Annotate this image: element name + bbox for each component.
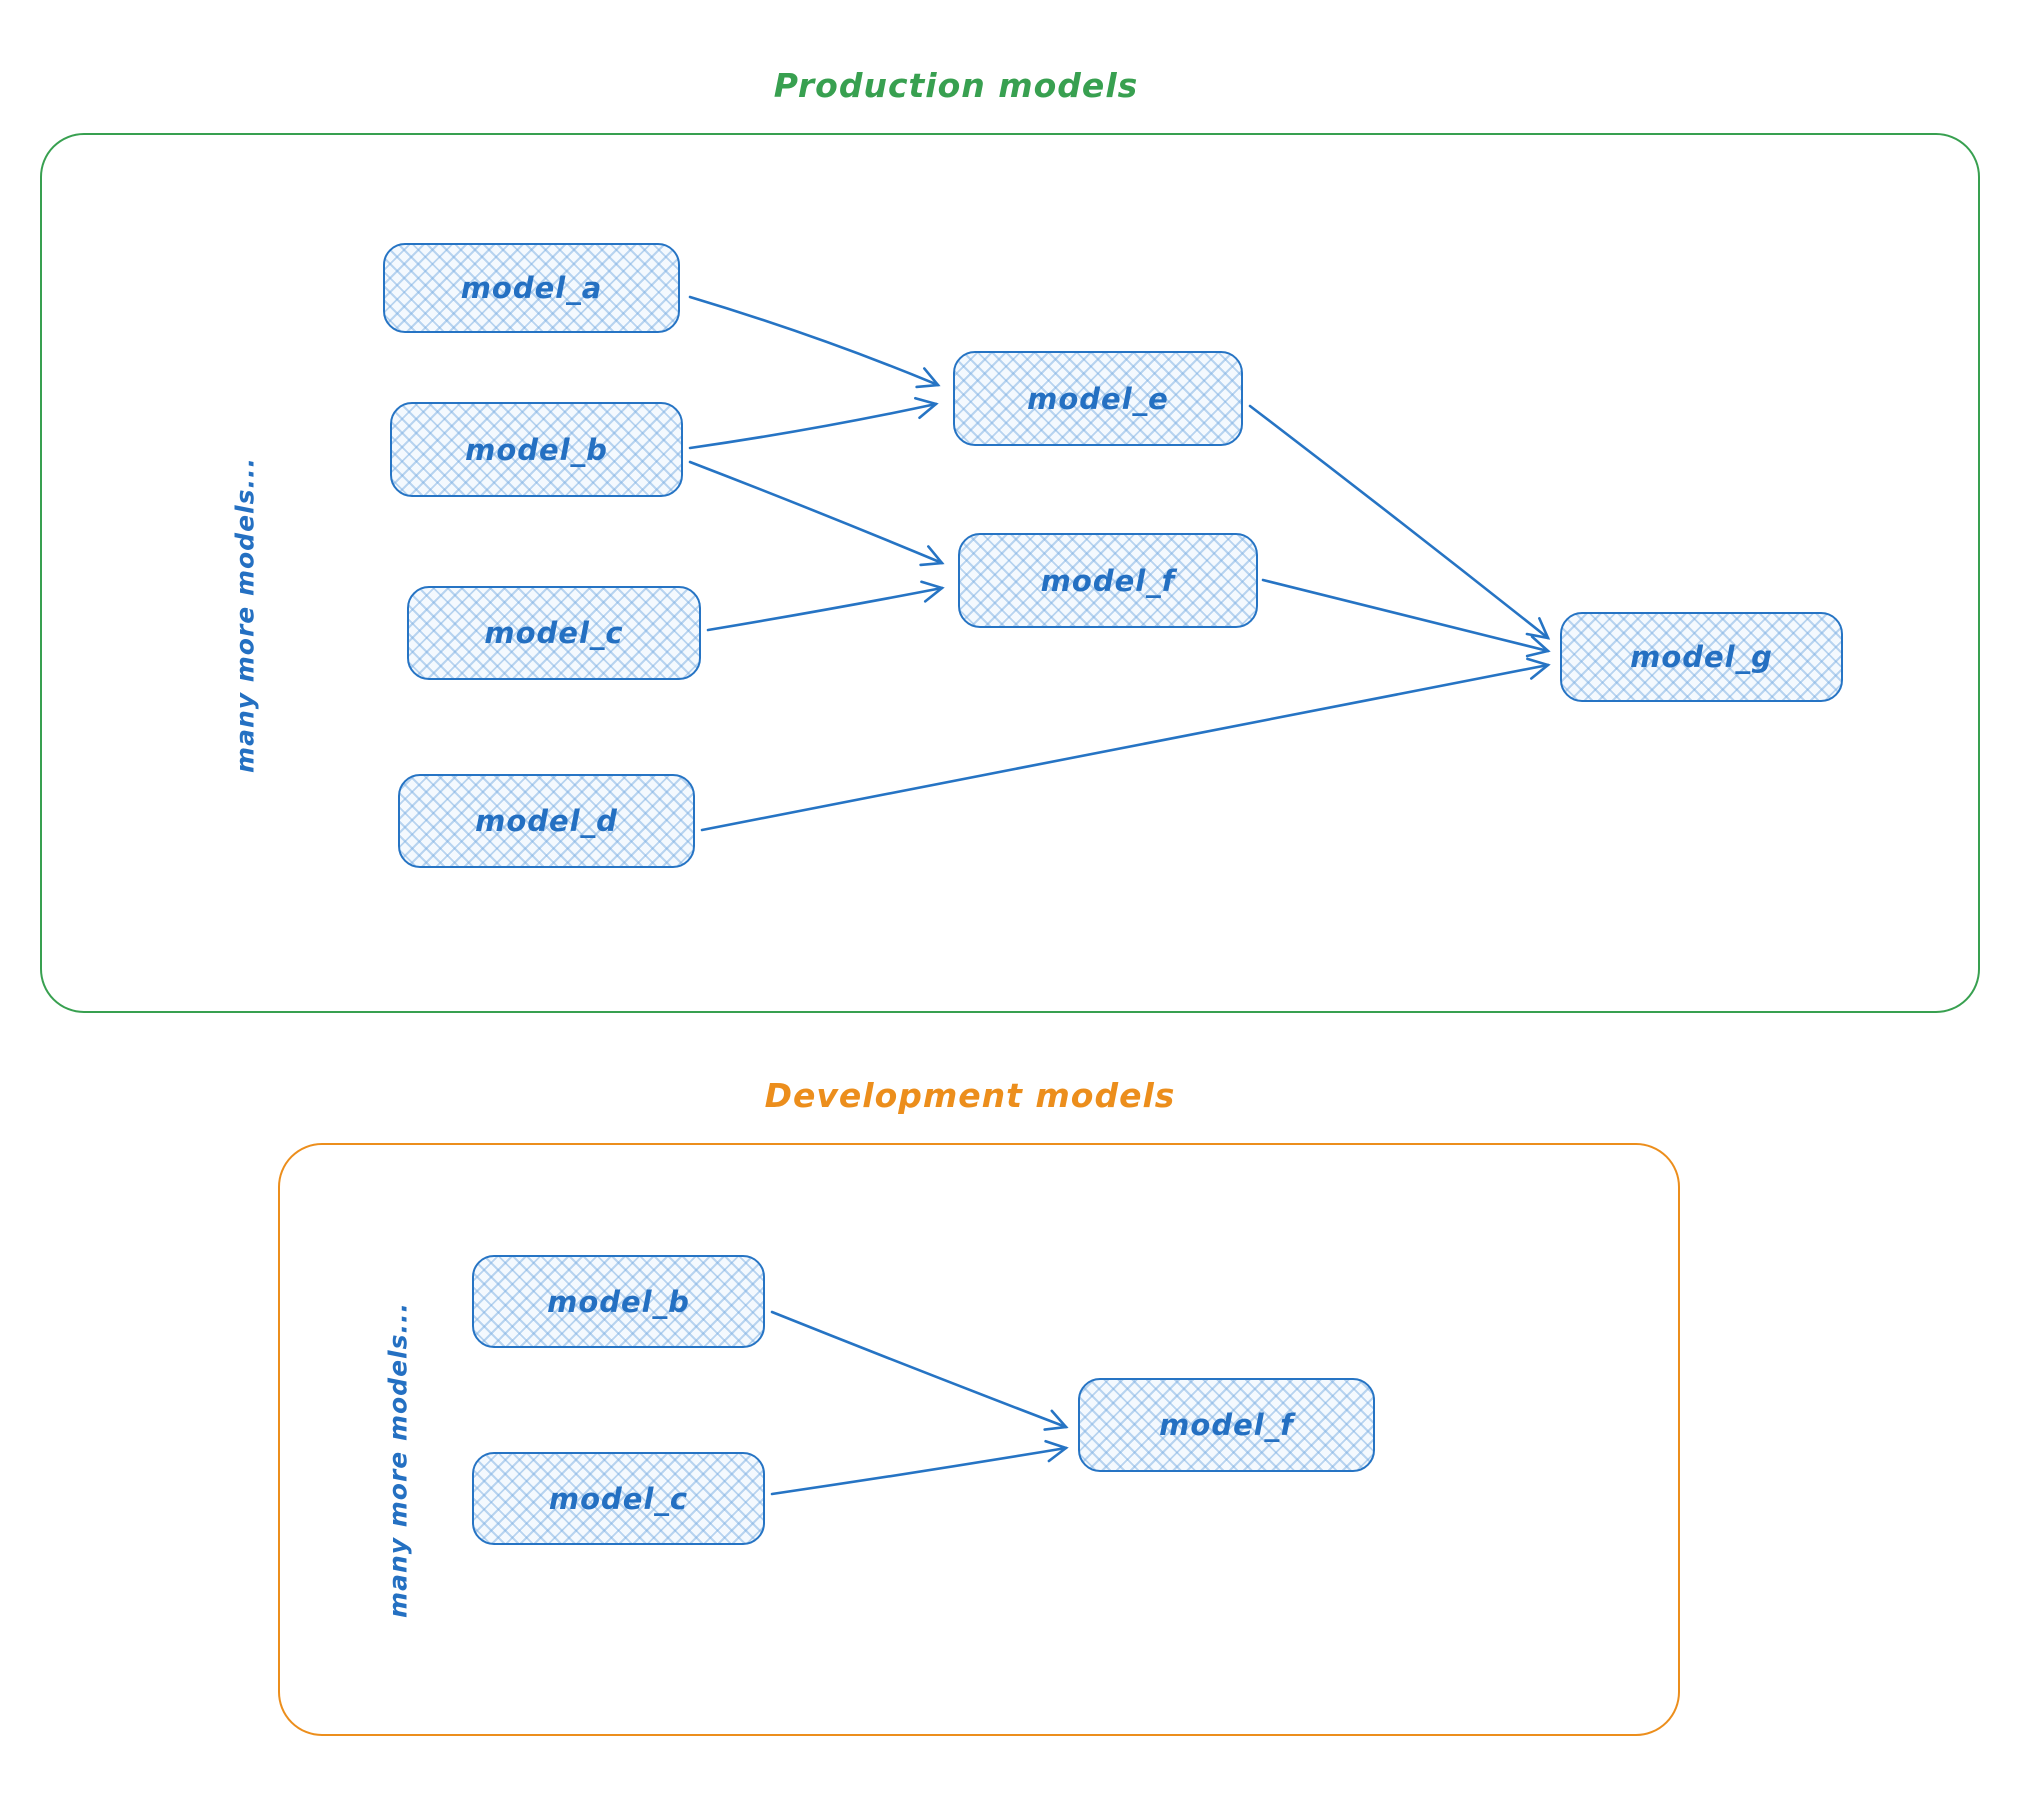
node-label: model_g (1630, 640, 1773, 674)
node-label: model_f (1159, 1408, 1294, 1442)
node-label: model_d (475, 804, 618, 838)
development-side-note: many more models... (383, 1302, 413, 1618)
node-production-model-a: model_a (383, 243, 680, 333)
node-label: model_f (1040, 563, 1176, 598)
node-label: model_c (548, 1481, 689, 1516)
development-container (278, 1143, 1680, 1736)
node-development-model-b: model_b (472, 1255, 765, 1348)
node-production-model-g: model_g (1560, 612, 1843, 702)
node-label: model_b (465, 432, 608, 467)
node-development-model-f: model_f (1078, 1378, 1375, 1472)
node-label: model_c (484, 616, 624, 650)
node-production-model-c: model_c (407, 586, 701, 680)
node-production-model-d: model_d (398, 774, 695, 868)
production-section-title: Production models (773, 66, 1139, 105)
node-production-model-b: model_b (390, 402, 683, 497)
node-label: model_a (460, 271, 603, 305)
node-label: model_e (1027, 381, 1169, 416)
development-section-title: Development models (764, 1076, 1176, 1115)
node-label: model_b (547, 1284, 690, 1319)
production-container (40, 133, 1980, 1013)
node-development-model-c: model_c (472, 1452, 765, 1545)
node-production-model-f: model_f (958, 533, 1258, 628)
node-production-model-e: model_e (953, 351, 1243, 446)
production-side-note: many more models... (230, 457, 260, 773)
